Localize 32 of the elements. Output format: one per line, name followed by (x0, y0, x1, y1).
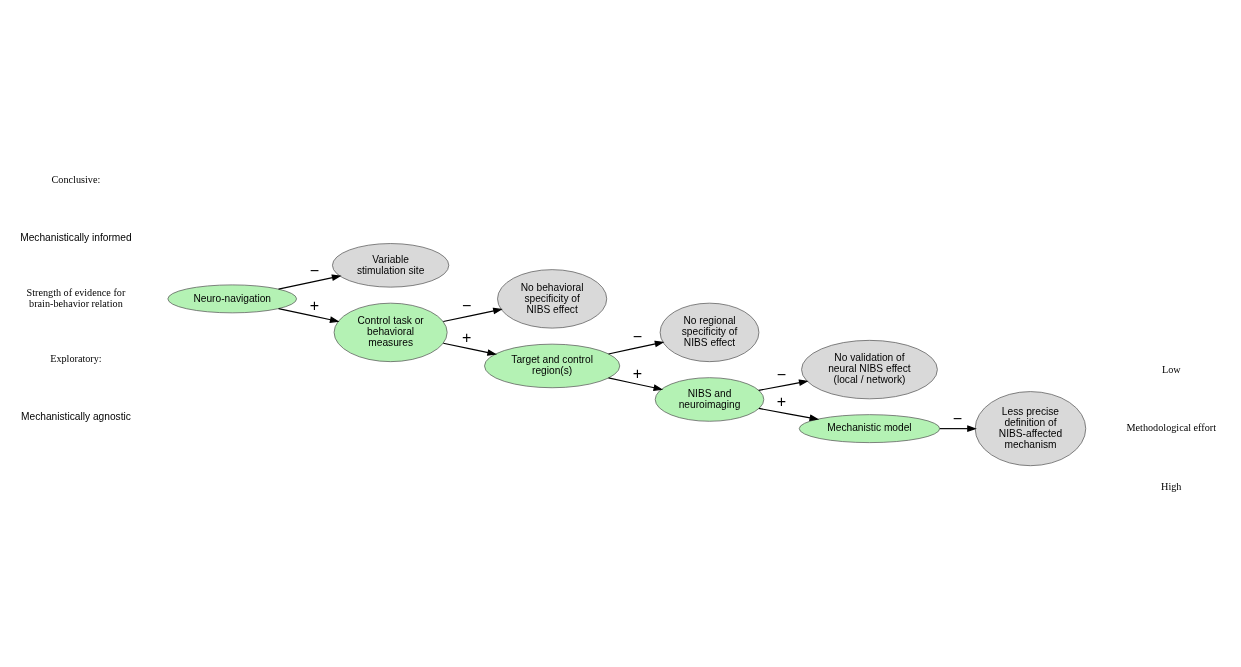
edge-label: − (632, 327, 643, 346)
edge-label: + (462, 328, 472, 347)
node-ellipse: Control task or behavioral measures (333, 302, 448, 362)
arrow (277, 308, 340, 323)
edge-label: − (952, 408, 963, 427)
label: High (1161, 480, 1182, 492)
node-ellipse: Neuro-navigation (167, 284, 297, 314)
label: Mechanistically informed (20, 232, 132, 244)
edge-label: + (776, 392, 787, 411)
edge-label: − (462, 295, 472, 314)
label: Methodological effort (1126, 422, 1217, 434)
edge-label: + (309, 295, 320, 314)
arrow (758, 379, 809, 391)
arrow (607, 377, 664, 391)
node-ellipse: No behavioral specificity of NIBS effect (497, 269, 608, 329)
node-ellipse: Less precise definition of NIBS-affected mechanism (974, 391, 1087, 467)
label: Conclusive: (51, 173, 101, 185)
label: Strength of evidence for brain-behavior relation (26, 287, 126, 310)
edge-label: − (776, 365, 787, 384)
node-ellipse: No validation of neural NIBS effect (local / network) (801, 340, 938, 400)
arrow (758, 407, 820, 422)
arrow (607, 340, 665, 355)
label: Low (1161, 364, 1181, 376)
arrow (277, 274, 342, 290)
arrow (442, 342, 498, 356)
edge-label: − (309, 260, 320, 279)
arrow (939, 425, 977, 432)
edge-label: + (632, 363, 643, 382)
node-ellipse: No regional specificity of NIBS effect (659, 302, 760, 362)
label: Exploratory: (50, 353, 102, 365)
arrow (442, 307, 503, 323)
label: Mechanistically agnostic (20, 411, 131, 423)
